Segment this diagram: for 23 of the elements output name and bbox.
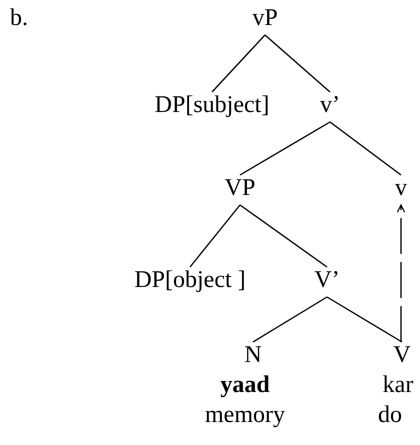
example-label: b. xyxy=(10,4,28,33)
gloss: do xyxy=(378,401,402,430)
tree-branch xyxy=(252,296,328,343)
tree-branch xyxy=(264,34,330,92)
node-label: V xyxy=(393,341,411,370)
word: yaad xyxy=(220,371,270,400)
node-label: VP xyxy=(224,174,256,203)
node-label: DP[subject] xyxy=(154,91,270,120)
node-label: vP xyxy=(252,4,278,33)
movement-arrow xyxy=(396,204,406,342)
node-label: DP[object ] xyxy=(134,266,246,295)
tree-branch xyxy=(212,34,266,92)
tree-branch xyxy=(326,296,402,343)
tree-branch xyxy=(240,121,330,176)
node-label: v’ xyxy=(320,91,340,120)
node-label: N xyxy=(244,341,262,370)
word: kar xyxy=(382,371,414,400)
gloss: memory xyxy=(205,401,285,430)
node-label: v xyxy=(395,174,407,203)
tree-branch xyxy=(330,121,402,176)
tree-branch xyxy=(240,204,328,268)
node-label: V’ xyxy=(314,266,340,295)
tree-branch xyxy=(190,204,240,268)
